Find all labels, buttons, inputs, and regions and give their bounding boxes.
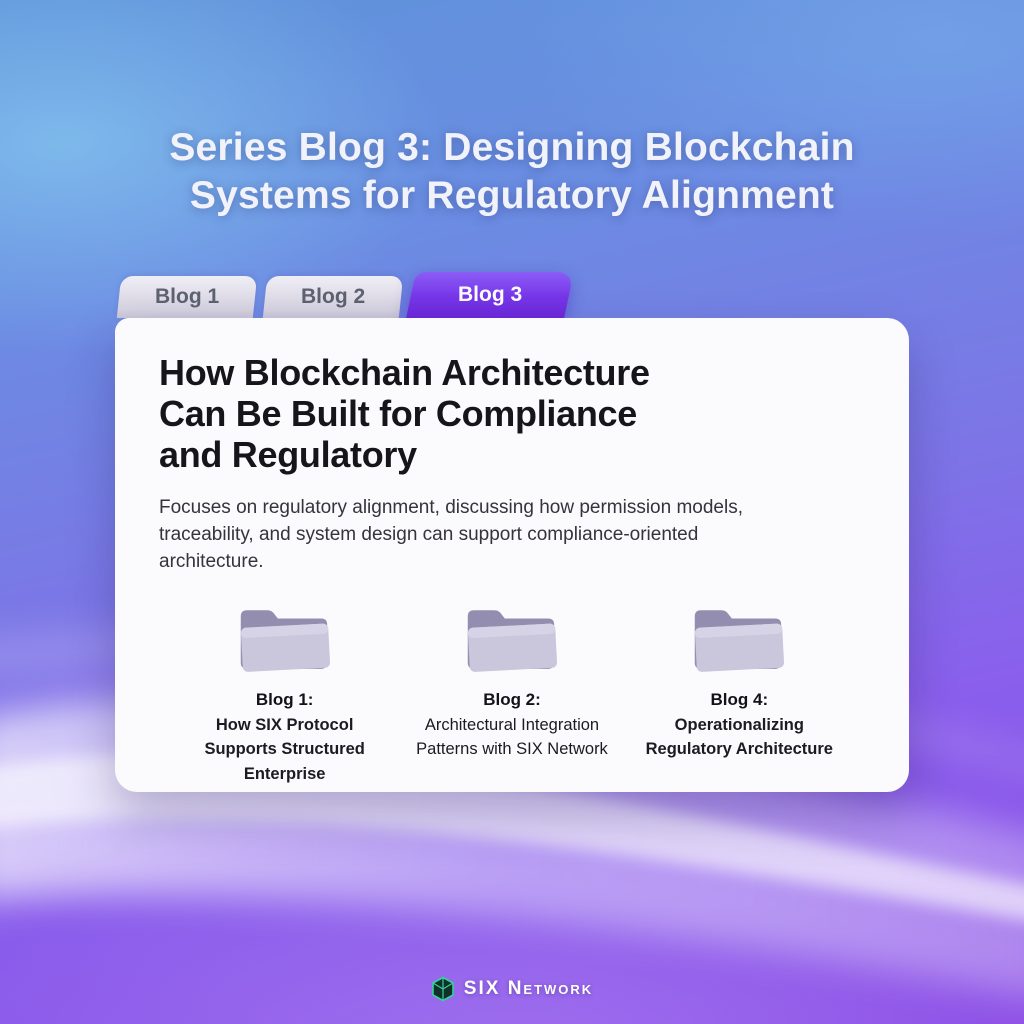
content-card: How Blockchain Architecture Can Be Built… <box>115 318 909 792</box>
card-heading-line-3: and Regulatory <box>159 434 417 476</box>
tab-blog-2[interactable]: Blog 2 <box>262 276 404 318</box>
brand-name: SIX Network <box>463 978 594 999</box>
page-title-line-1: Series Blog 3: Designing Blockchain <box>169 126 855 169</box>
page-title: Series Blog 3: Designing Blockchain Syst… <box>0 124 1024 221</box>
page-title-line-2: Systems for Regulatory Alignment <box>189 174 835 218</box>
tab-blog-3[interactable]: Blog 3 <box>406 272 574 318</box>
blog-panel: Blog 1 Blog 2 Blog 3 How Blockchain Arch… <box>115 272 909 792</box>
card-description-line-3: architecture. <box>159 551 264 573</box>
folder-title: How SIX Protocol Supports Structured Ent… <box>204 715 365 784</box>
folder-label: Blog 4: <box>710 690 769 709</box>
card-heading-line-1: How Blockchain Architecture <box>159 352 650 393</box>
folder-icon <box>695 610 785 672</box>
folder-title: Architectural Integration Patterns with … <box>416 715 608 759</box>
folder-card-blog-1[interactable]: Blog 1: How SIX Protocol Supports Struct… <box>171 602 398 787</box>
card-heading-line-2: Can Be Built for Compliance <box>159 393 637 435</box>
folder-label: Blog 2: <box>483 690 541 709</box>
folder-icon <box>240 610 330 672</box>
tab-blog-3-label: Blog 3 <box>457 283 523 306</box>
folder-icon <box>467 610 558 672</box>
card-description-line-1: Focuses on regulatory alignment, discuss… <box>159 497 743 519</box>
related-blogs-row: Blog 1: How SIX Protocol Supports Struct… <box>159 602 865 787</box>
six-logo-cube-icon <box>431 976 454 1002</box>
tab-bar: Blog 1 Blog 2 Blog 3 <box>115 272 909 318</box>
folder-card-blog-4[interactable]: Blog 4: Operationalizing Regulatory Arch… <box>626 602 853 787</box>
footer-brand: SIX Network <box>0 976 1024 1002</box>
card-description-line-2: traceability, and system design can supp… <box>159 524 699 546</box>
folder-label: Blog 1: <box>255 690 314 709</box>
tab-blog-1-label: Blog 1 <box>154 285 220 308</box>
card-description: Focuses on regulatory alignment, discuss… <box>159 495 865 576</box>
tab-blog-2-label: Blog 2 <box>300 285 366 308</box>
card-heading: How Blockchain Architecture Can Be Built… <box>159 352 865 475</box>
folder-card-blog-2[interactable]: Blog 2: Architectural Integration Patter… <box>398 602 625 787</box>
folder-title: Operationalizing Regulatory Architecture <box>645 715 833 759</box>
tab-blog-1[interactable]: Blog 1 <box>116 276 258 318</box>
